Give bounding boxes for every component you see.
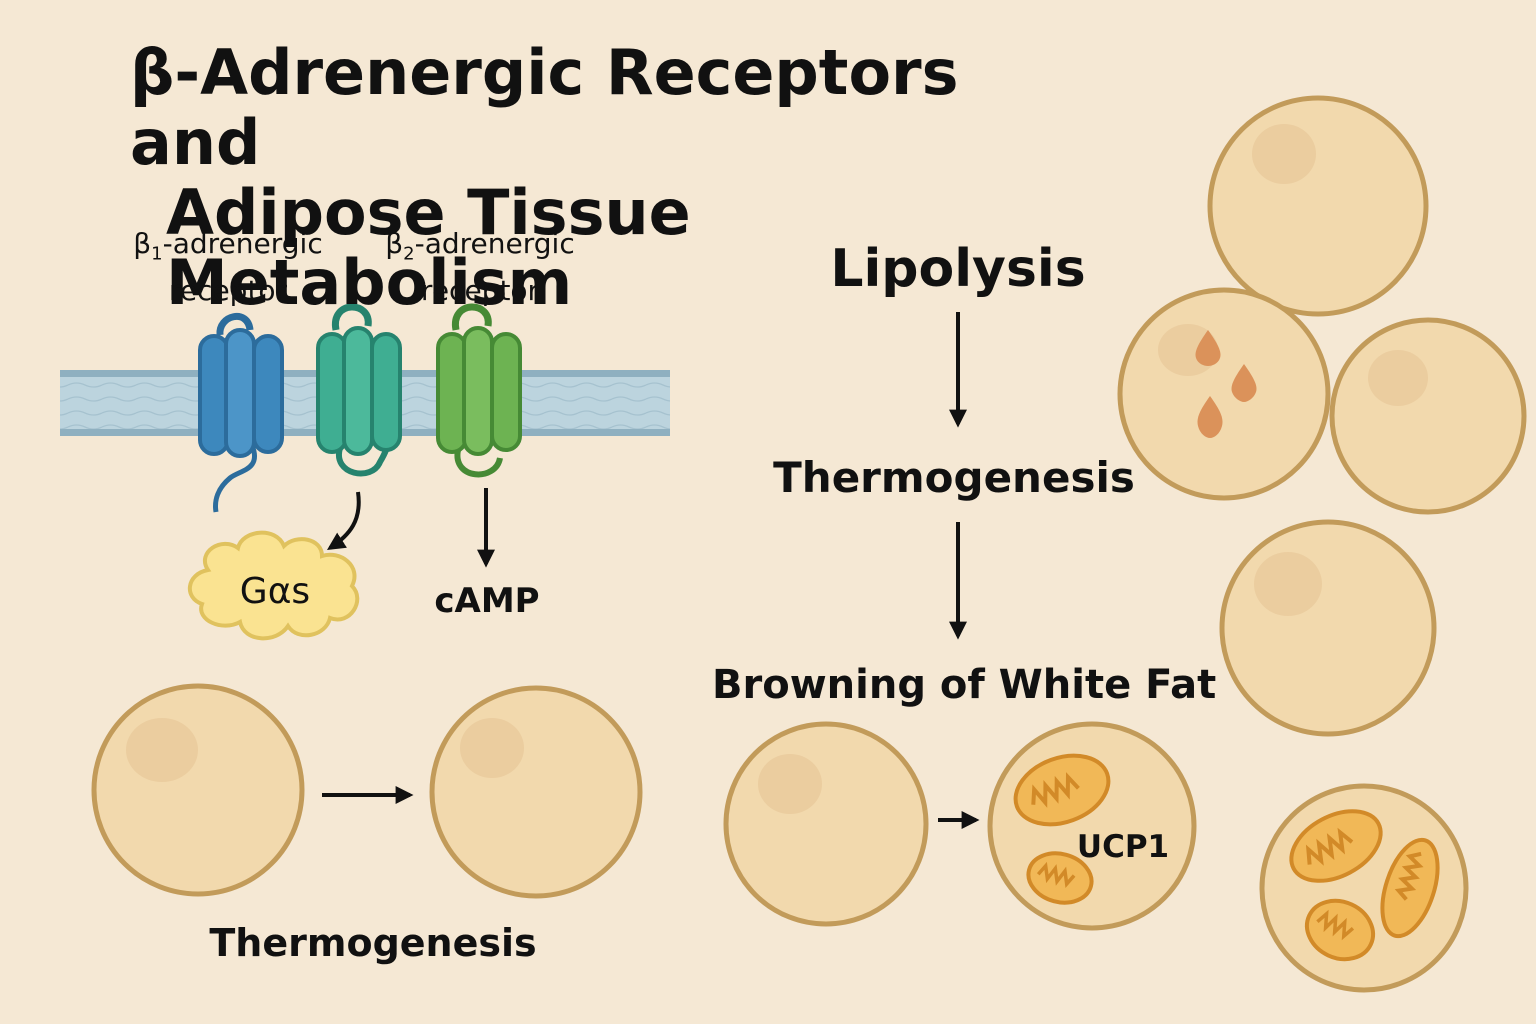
adipocyte-lipid-droplets: [1117, 287, 1331, 501]
white-adipocyte-right: [429, 685, 643, 899]
beta2-receptor-label: β2-adrenergic receptor: [385, 227, 575, 307]
beta2-receptor-icon: [436, 303, 522, 478]
camp-label: cAMP: [434, 581, 540, 621]
beta1-receptor-label: β1-adrenergic receptor: [133, 227, 323, 307]
beta1-receptor-icon: [198, 312, 284, 513]
ucp1-label: UCP1: [1076, 829, 1170, 865]
gas-protein-cloud: [187, 530, 360, 641]
white-adipocyte-left: [91, 683, 305, 897]
gas-label: Gαs: [239, 571, 311, 612]
title-line-1: β-Adrenergic Receptors and: [130, 36, 959, 179]
adipocyte-right-lower: [1219, 519, 1437, 737]
browning-label: Browning of White Fat: [712, 662, 1217, 708]
title-line-2: Adipose Tissue Metabolism: [166, 176, 691, 319]
white-adipocyte-browning: [723, 721, 929, 927]
adipocyte-top-right: [1207, 95, 1429, 317]
brown-adipocyte-cell: [1259, 783, 1469, 993]
beige-adipocyte-cell: [987, 721, 1197, 931]
lipolysis-label: Lipolysis: [830, 239, 1086, 299]
arrow-to-gas: [326, 491, 361, 550]
thermogenesis-flow-label: Thermogenesis: [773, 453, 1135, 502]
diagram-title: β-Adrenergic Receptors and Adipose Tissu…: [130, 38, 1090, 318]
beta-receptor-teal-icon: [316, 303, 402, 477]
thermogenesis-left-label: Thermogenesis: [209, 921, 537, 965]
adipocyte-right-middle: [1329, 317, 1527, 515]
mitochondria-icon: [1013, 753, 1111, 905]
